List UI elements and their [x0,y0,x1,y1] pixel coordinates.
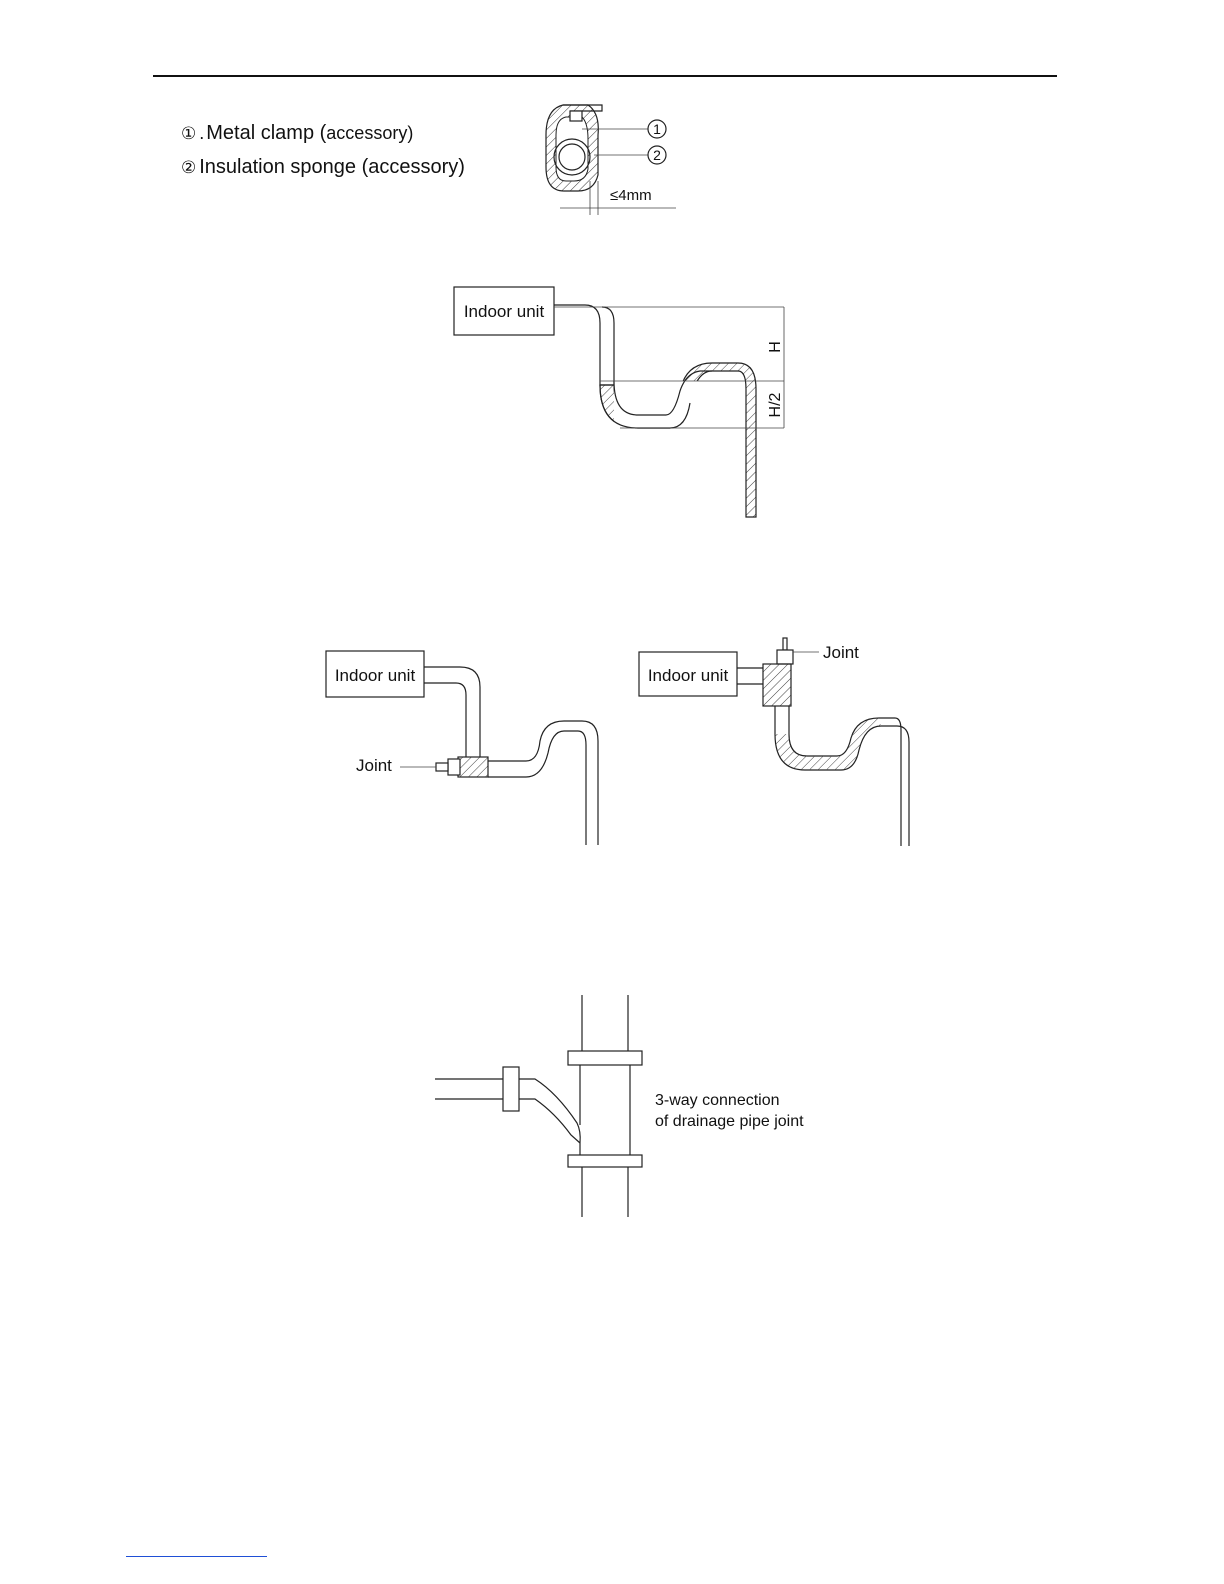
callout-number-1: 1 [653,121,661,137]
page-top-rule [153,75,1057,77]
caption-line-2: of drainage pipe joint [655,1113,804,1130]
drain-pipe-trap [775,706,909,846]
branch-pipe [435,1079,503,1099]
legend-marker-1: ① [181,124,196,144]
h-half-label: H/2 [767,392,784,417]
page-bottom-link-underline [126,1556,267,1557]
indoor-unit-label: Indoor unit [648,666,729,685]
dimension-label: ≤4mm [610,187,652,204]
joint-top-cap [777,650,793,664]
legend-item-metal-clamp: ①.Metal clamp (accessory) [181,122,413,145]
branch-coupling [503,1067,519,1111]
joint-plug [436,763,448,771]
joint-label: Joint [356,756,392,775]
indoor-unit-label: Indoor unit [464,302,545,321]
joint-left-figure: Indoor unit Joint [320,645,610,855]
legend-label-metal-clamp: Metal clamp ( [206,122,326,144]
drain-trap-figure: Indoor unit H H/2 [450,285,800,525]
joint-cap [448,759,460,775]
three-way-connection-figure: 3-way connection of drainage pipe joint [435,995,835,1220]
legend-separator: . [199,123,204,143]
legend-accessory-note: accessory) [326,123,413,143]
clamp-cross-section-figure: 1 2 ≤4mm [530,95,690,220]
joint-fitting-hatched [763,664,791,706]
drain-pipe-top-bend [554,305,614,385]
tee-body [580,1065,630,1155]
drain-pipe-trap [488,721,598,845]
joint-right-figure: Indoor unit Joint [635,630,925,855]
branch-elbow [519,1079,580,1143]
h-label: H [767,341,784,353]
metal-clamp-tab [570,111,582,121]
lower-flange [568,1155,642,1167]
joint-top-plug [783,638,787,650]
joint-fitting-hatched [458,757,488,777]
joint-label: Joint [823,643,859,662]
unit-outlet-pipe [737,668,763,684]
legend-marker-2: ② [181,158,196,178]
trap-unhatched-mask [614,381,742,428]
trap-water-hatch [775,734,859,770]
upper-flange [568,1051,642,1065]
caption-line-1: 3-way connection [655,1092,780,1109]
legend-label-insulation-sponge: Insulation sponge (accessory) [199,156,465,178]
indoor-unit-label: Indoor unit [335,666,416,685]
callout-number-2: 2 [653,147,661,163]
drain-pipe-vertical [424,667,480,757]
